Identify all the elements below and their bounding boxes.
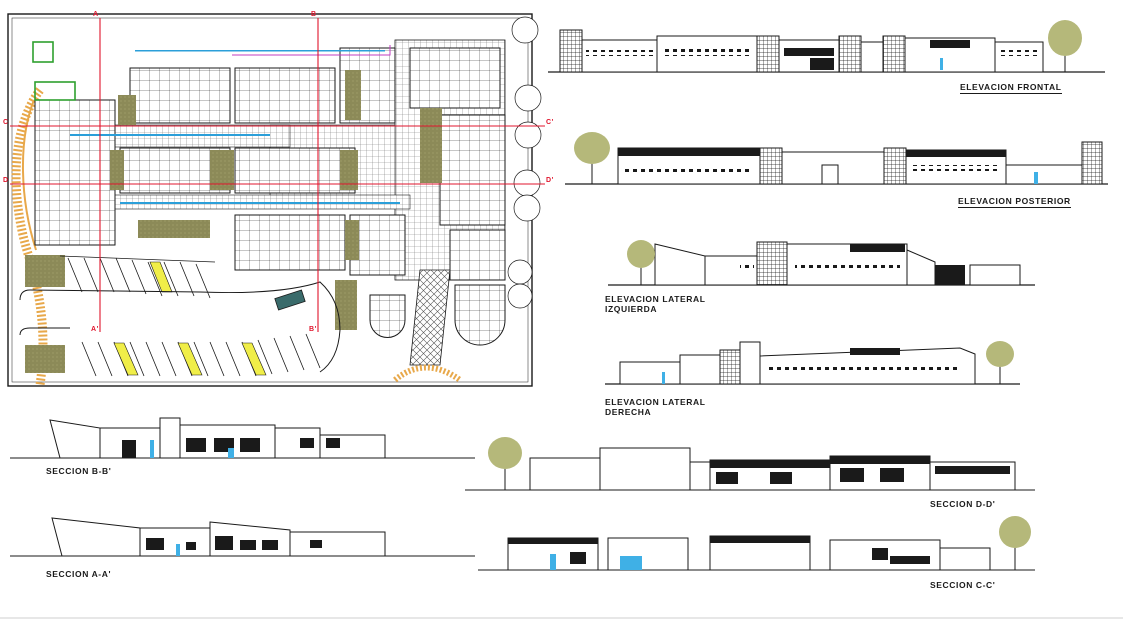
pavement-arc-inner [21, 99, 37, 251]
label-seccion-aa: SECCION A-A' [46, 569, 112, 579]
label-elevacion-frontal: ELEVACION FRONTAL [960, 82, 1062, 94]
olive-patch-1 [118, 95, 136, 125]
section-bb [10, 417, 475, 459]
tree-lateral-der [986, 341, 1014, 384]
label-elevacion-posterior: ELEVACION POSTERIOR [958, 196, 1071, 208]
parking-mark-upper [149, 261, 173, 293]
grid-mark-b-bottom: B' [309, 326, 317, 333]
room-block-11 [449, 229, 506, 281]
grid-mark-a-bottom: A' [91, 326, 99, 333]
grid-mark-d-right: D' [546, 177, 554, 184]
olive-patch-5 [110, 150, 124, 190]
room-block-5 [34, 99, 116, 246]
room-block-7 [234, 147, 356, 194]
room-block-1 [129, 67, 231, 124]
label-elevacion-izquierda-line2: IZQUIERDA [605, 304, 658, 314]
label-elevacion-derecha: ELEVACION LATERAL DERECHA [605, 397, 706, 417]
olive-patch-10 [138, 220, 210, 238]
parking-mark-lower-3 [241, 342, 267, 376]
olive-patch-2 [210, 150, 234, 190]
grid-mark-c-left: C [3, 119, 9, 126]
tree-sec-cc [999, 516, 1031, 570]
label-seccion-cc: SECCION C-C' [930, 580, 996, 590]
label-seccion-bb: SECCION B-B' [46, 466, 112, 476]
section-lines [10, 18, 545, 332]
elevation-posterior [565, 132, 1108, 185]
elevation-lateral-izquierda [608, 240, 1035, 286]
olive-patch-6 [340, 150, 358, 190]
entrance-plaza [409, 269, 451, 366]
entrance-arc [393, 364, 462, 383]
trees-right [507, 16, 542, 309]
label-elevacion-derecha-line2: DERECHA [605, 407, 652, 417]
vehicle-icon [274, 289, 306, 311]
olive-patch-8 [25, 255, 65, 287]
parking-lower [81, 333, 321, 377]
tree-sec-dd [488, 437, 522, 490]
elevation-lateral-derecha [605, 341, 1020, 385]
olive-patch-9 [25, 345, 65, 373]
grid-mark-b-top: B [311, 11, 317, 18]
label-seccion-dd: SECCION D-D' [930, 499, 996, 509]
walkway-blue-3 [135, 50, 385, 52]
green-block-2 [34, 81, 76, 101]
label-elevacion-izquierda-line1: ELEVACION LATERAL [605, 294, 706, 304]
elevation-frontal [548, 20, 1105, 73]
parking-mark-lower-1 [113, 342, 139, 376]
room-block-9 [234, 214, 346, 271]
driveway-curve-2 [19, 327, 70, 336]
room-block-2 [234, 67, 336, 124]
olive-patch-3 [345, 70, 361, 120]
section-aa [10, 517, 475, 557]
green-block-1 [32, 41, 54, 63]
parking-upper [59, 255, 216, 299]
room-block-10 [349, 214, 406, 276]
olive-patch-4 [420, 108, 442, 183]
label-elevacion-posterior-text: ELEVACION POSTERIOR [958, 196, 1071, 208]
tree-posterior [574, 132, 610, 184]
walkway-blue-1 [70, 134, 270, 136]
site-plan [7, 13, 545, 387]
label-elevacion-derecha-line1: ELEVACION LATERAL [605, 397, 706, 407]
walkway-blue-2 [120, 202, 400, 204]
olive-patch-7 [345, 220, 359, 260]
vehicle-elev [810, 58, 834, 70]
round-room-2 [454, 284, 506, 346]
tree-frontal [1048, 20, 1082, 72]
grid-mark-d-left: D [3, 177, 9, 184]
label-elevacion-izquierda: ELEVACION LATERAL IZQUIERDA [605, 294, 706, 314]
magenta-outline [232, 45, 391, 56]
parking-mark-lower-2 [177, 342, 203, 376]
grid-mark-c-right: C' [546, 119, 554, 126]
tree-lateral-izq [627, 240, 655, 285]
grid-mark-a-top: A [93, 11, 99, 18]
label-elevacion-frontal-text: ELEVACION FRONTAL [960, 82, 1062, 94]
section-dd [465, 437, 1035, 491]
olive-patch-11 [335, 280, 357, 330]
round-room-1 [369, 294, 406, 338]
room-block-8 [439, 114, 506, 226]
room-block-4 [409, 47, 501, 109]
driveway-curve [19, 281, 341, 373]
section-cc [478, 516, 1035, 571]
